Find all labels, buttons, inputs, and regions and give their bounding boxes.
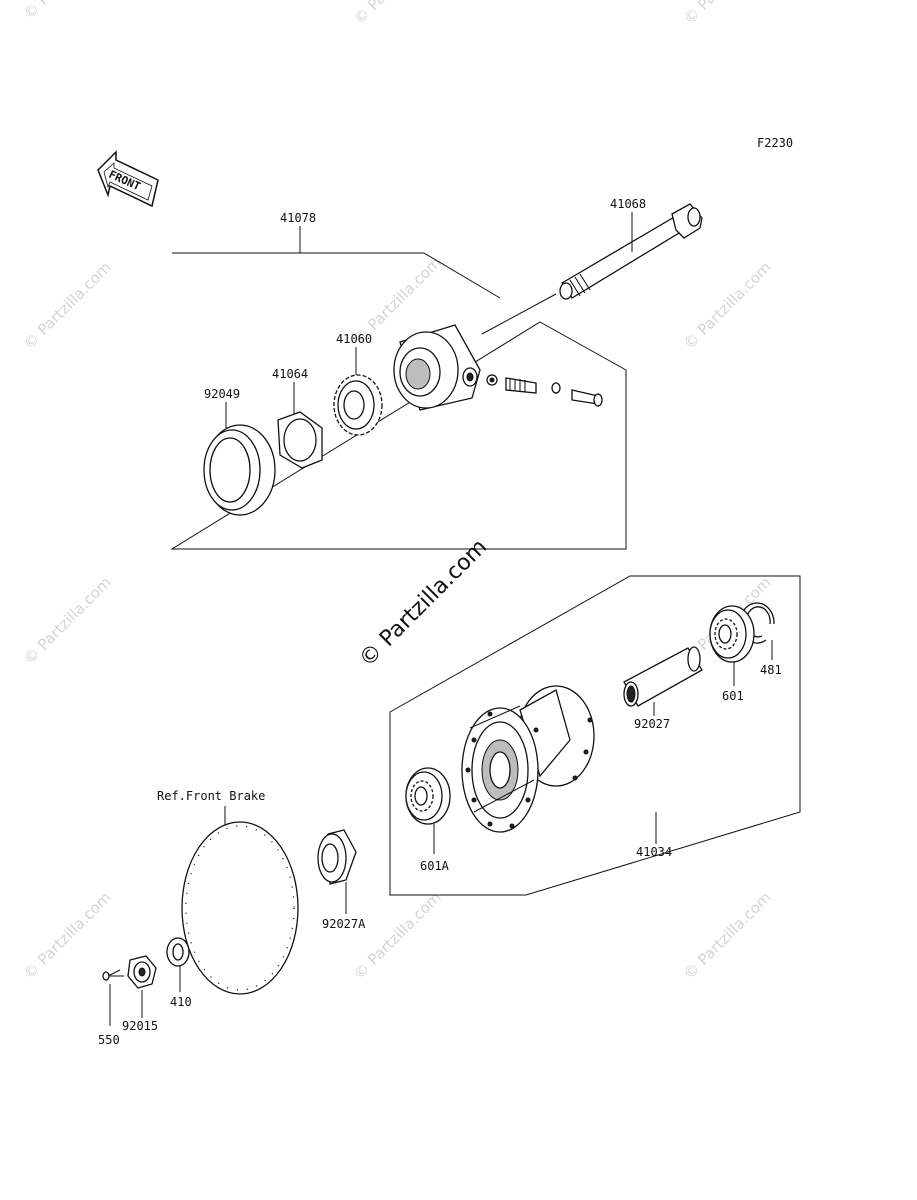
gear-retainer-41064[interactable]: 41064: [272, 367, 323, 469]
front-direction-arrow: FRONT: [97, 150, 159, 208]
watermark-layer: © Partzilla.com © Partzilla.com © Partzi…: [20, 0, 775, 983]
speedometer-gear-housing[interactable]: [393, 324, 603, 411]
figure-code: F2230: [757, 136, 793, 150]
kit-box-41078: 41078: [170, 211, 627, 550]
ref-front-brake-label[interactable]: Ref.Front Brake: [157, 789, 265, 803]
part-label-41060[interactable]: 41060: [336, 332, 372, 346]
washer-410[interactable]: 410: [166, 937, 192, 1009]
spacer-tube-92027[interactable]: 92027: [623, 646, 703, 731]
watermark: © Partzilla.com: [350, 888, 445, 983]
kit-box-41034: 41034: [389, 575, 801, 896]
part-label-92027A[interactable]: 92027A: [322, 917, 366, 931]
watermark: © Partzilla.com: [680, 258, 775, 353]
watermark: © Partzilla.com: [680, 888, 775, 983]
part-label-92049[interactable]: 92049: [204, 387, 240, 401]
watermark: © Partzilla.com: [20, 888, 115, 983]
axle-leader-line: [481, 293, 557, 335]
speedometer-gear-41060[interactable]: 41060: [333, 332, 383, 436]
ball-bearing-601A[interactable]: 601A: [405, 767, 451, 873]
axle-41068[interactable]: 41068: [559, 197, 703, 300]
part-label-550[interactable]: 550: [98, 1033, 120, 1047]
part-label-41068[interactable]: 41068: [610, 197, 646, 211]
grease-seal-92049[interactable]: 92049: [203, 387, 276, 516]
part-label-92027[interactable]: 92027: [634, 717, 670, 731]
part-label-41034[interactable]: 41034: [636, 845, 672, 859]
part-label-410[interactable]: 410: [170, 995, 192, 1009]
part-label-601A[interactable]: 601A: [420, 859, 450, 873]
center-watermark: © Partzilla.com: [355, 535, 493, 673]
part-label-92015[interactable]: 92015: [122, 1019, 158, 1033]
watermark: © Partzilla.com: [20, 573, 115, 668]
collar-92027A[interactable]: 92027A: [317, 829, 366, 931]
watermark: © Partzilla.com: [680, 0, 775, 28]
brake-disc-reference: Ref.Front Brake: [157, 789, 299, 995]
part-label-41078[interactable]: 41078: [280, 211, 316, 225]
watermark: © Partzilla.com: [20, 258, 115, 353]
wheel-hub[interactable]: [461, 685, 595, 833]
ball-bearing-601[interactable]: 601: [709, 605, 755, 703]
part-label-481[interactable]: 481: [760, 663, 782, 677]
part-label-41064[interactable]: 41064: [272, 367, 308, 381]
cotter-pin-550[interactable]: 550: [98, 969, 124, 1047]
part-label-601[interactable]: 601: [722, 689, 744, 703]
watermark: © Partzilla.com: [20, 0, 115, 23]
watermark: © Partzilla.com: [350, 0, 445, 28]
castle-nut-92015[interactable]: 92015: [122, 955, 158, 1033]
